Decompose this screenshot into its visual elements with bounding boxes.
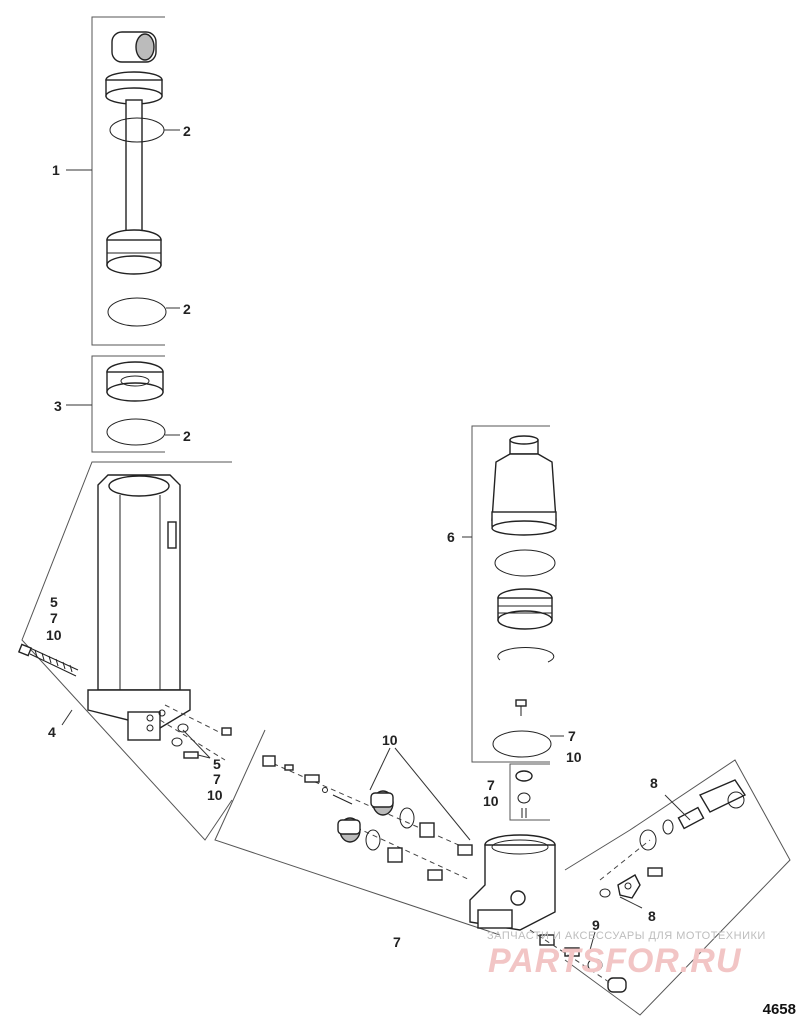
watermark-caption: ЗАПЧАСТИ И АКСЕССУАРЫ ДЛЯ МОТОТЕХНИКИ — [487, 930, 766, 942]
callout-1: 1 — [52, 162, 60, 178]
trim-ram-rod — [105, 31, 163, 275]
callout-8-link: 8 — [650, 775, 658, 791]
cap-screw-parts — [515, 770, 533, 818]
frame-reservoir — [471, 425, 550, 763]
callout-2-lower: 2 — [183, 301, 191, 317]
watermark-logo: PARTSFOR.RU — [488, 942, 742, 980]
callout-10-cap: 10 — [483, 793, 499, 809]
callout-8-bracket: 8 — [648, 908, 656, 924]
leader-5b-b — [197, 754, 211, 759]
bolt-left — [17, 643, 79, 677]
callout-2-upper: 2 — [183, 123, 191, 139]
callout-7-cap: 7 — [487, 777, 495, 793]
callout-10-base: 10 — [207, 787, 223, 803]
valve-parts — [529, 929, 627, 993]
screw-reservoir — [515, 699, 527, 716]
snap-ring — [497, 647, 555, 663]
callout-7-reservoir: 7 — [568, 728, 576, 744]
callout-7-base: 7 — [213, 771, 221, 787]
piston — [106, 361, 164, 402]
leader-8a — [664, 794, 691, 821]
o-ring-lower — [107, 297, 167, 327]
callout-9: 9 — [592, 917, 600, 933]
lever-bracket — [599, 867, 663, 899]
callout-10-left: 10 — [46, 627, 62, 643]
leader-4 — [61, 709, 73, 726]
frame-ram-assembly — [91, 16, 165, 346]
cylinder — [87, 474, 191, 741]
leader-5b-a — [182, 729, 211, 759]
callout-4: 4 — [48, 724, 56, 740]
frame-fitting — [564, 759, 791, 1016]
frame-pump-body — [214, 729, 501, 936]
o-ring-reservoir — [494, 549, 556, 577]
callout-6: 6 — [447, 529, 455, 545]
manual-release-link — [599, 779, 747, 881]
callout-5-left: 5 — [50, 594, 58, 610]
frame-cylinder — [21, 461, 233, 841]
leader-10 — [369, 747, 391, 791]
leader-9 — [589, 931, 596, 951]
o-ring-piston — [106, 418, 166, 446]
leader-10b — [394, 747, 471, 841]
leader-8b — [619, 896, 643, 909]
callout-2-piston: 2 — [183, 428, 191, 444]
figure-number: 4658 — [762, 1001, 796, 1018]
callout-5-base: 5 — [213, 756, 221, 772]
frame-piston — [91, 355, 165, 453]
callout-3: 3 — [54, 398, 62, 414]
pump-valve-parts — [262, 755, 473, 881]
o-ring-reservoir-lower — [492, 730, 552, 758]
frame-cap-screw — [509, 763, 550, 821]
reservoir — [491, 435, 557, 536]
callout-7-pump: 7 — [393, 934, 401, 950]
callout-7-left: 7 — [50, 610, 58, 626]
reservoir-piston — [497, 588, 553, 630]
pump-body — [469, 834, 556, 931]
callout-10-pump: 10 — [382, 732, 398, 748]
callout-10-reservoir: 10 — [566, 749, 582, 765]
